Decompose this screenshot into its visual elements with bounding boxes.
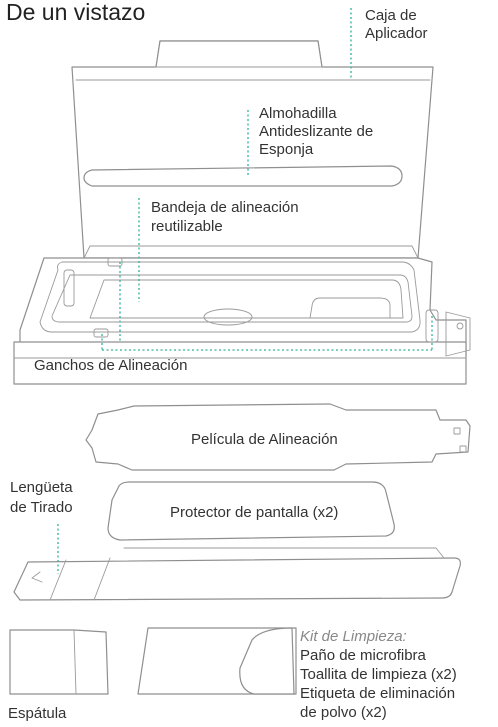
page-title: De un vistazo [6,0,146,25]
kit-item: de polvo (x2) [300,704,387,721]
applicator-box [13,40,471,385]
kit-heading: Kit de Limpieza: [300,628,407,645]
label-almohadilla-line2: Antideslizante de [259,123,374,140]
kit-item: Etiqueta de eliminación [300,685,456,702]
screen-protector [107,481,395,541]
pull-tab [13,547,461,601]
label-lengueta-line2: de Tirado [10,499,73,516]
label-bandeja-line1: Bandeja de alineación [151,199,299,216]
label-ganchos: Ganchos de Alineación [34,357,188,374]
label-almohadilla-line1: Almohadilla [259,105,337,122]
sponge-pad [83,165,403,187]
label-almohadilla-line3: Esponja [259,141,314,158]
label-bandeja-line2: reutilizable [151,218,223,235]
label-espatula: Espátula [8,705,67,722]
label-caja-line2: Aplicador [365,25,428,42]
alignment-film [85,403,471,471]
kit-item: Toallita de limpieza (x2) [300,666,457,683]
label-lengueta-line1: Lengüeta [10,479,73,496]
label-caja-line1: Caja de [365,7,417,24]
label-pelicula: Película de Alineación [191,431,338,448]
spatula [9,629,109,695]
label-protector: Protector de pantalla (x2) [170,504,339,521]
leader-lines [57,8,433,574]
kit-item: Paño de microfibra [300,647,426,664]
cleaning-wipe [239,627,295,695]
